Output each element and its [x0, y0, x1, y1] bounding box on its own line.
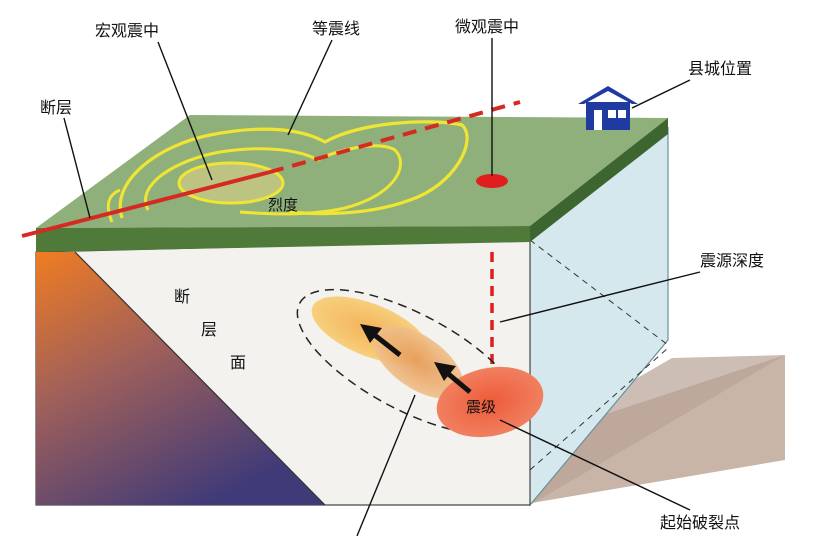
fault-line-dashed: [269, 100, 521, 174]
leader-lower: [356, 394, 416, 536]
label-initial-rupture-point: 起始破裂点: [660, 513, 740, 532]
label-fault-plane-1: 断: [174, 287, 190, 306]
leader-macro-epicenter: [157, 41, 213, 181]
leader-county: [631, 79, 691, 109]
arrow-icon: [360, 324, 402, 357]
right-face-dashed-2: [529, 347, 669, 471]
isoseismal-middle: [144, 144, 402, 216]
label-fault-plane-3: 面: [230, 353, 246, 372]
hanging-wall-rock: [36, 252, 325, 505]
label-isoseismal: 等震线: [312, 19, 360, 38]
ground-surface: [36, 115, 668, 228]
leader-focal-depth: [499, 271, 701, 323]
ground-edge-front: [36, 226, 530, 252]
label-macro-epicenter: 宏观震中: [95, 21, 159, 40]
isoseismal-left-tail: [106, 188, 121, 223]
rupture-patch-middle: [372, 325, 464, 399]
label-magnitude: 震级: [466, 398, 496, 416]
label-county-location: 县城位置: [688, 59, 752, 78]
micro-epicenter-dot: [476, 174, 508, 188]
house-icon: [578, 86, 638, 130]
leader-isoseismal: [287, 39, 333, 136]
arrow-icon: [434, 362, 472, 394]
isoseismal-outer: [118, 120, 469, 219]
right-face-dashed-1: [529, 239, 669, 346]
ground-edge-right: [530, 118, 668, 242]
leader-initial-rupture: [499, 419, 691, 511]
label-focal-depth: 震源深度: [700, 251, 764, 270]
fault-line-solid: [21, 170, 271, 238]
label-fault: 断层: [40, 98, 72, 117]
fault-plane-line: [74, 251, 326, 506]
label-intensity: 烈度: [268, 196, 298, 214]
label-fault-plane-2: 层: [201, 320, 217, 339]
ground-slab-edge: [530, 355, 785, 505]
label-micro-epicenter: 微观震中: [455, 17, 519, 36]
leader-fault: [63, 117, 91, 219]
